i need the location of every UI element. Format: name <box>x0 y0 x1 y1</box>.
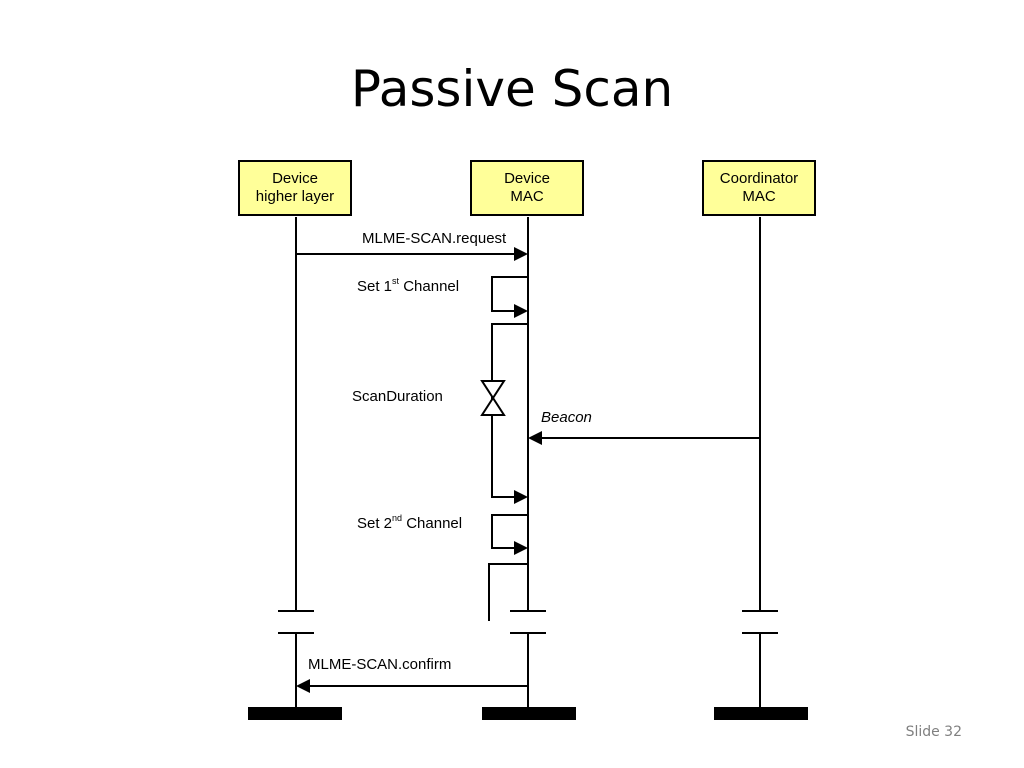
box-line-2: higher layer <box>255 188 335 205</box>
set-first-channel-loop <box>491 276 528 312</box>
arrowhead <box>514 490 528 504</box>
box-line-2: MAC <box>510 188 544 205</box>
arrowhead <box>514 541 528 555</box>
slide-number: Slide 32 <box>905 724 962 740</box>
set-second-text: Set 2 <box>357 515 393 532</box>
set-second-channel-loop <box>491 514 528 549</box>
terminator-higher-layer <box>248 707 342 720</box>
set-first-suffix: Channel <box>399 278 460 295</box>
scan-confirm-label: MLME-SCAN.confirm <box>308 656 452 673</box>
set-first-channel-label: Set 1st Channel <box>357 276 460 295</box>
timer-hourglass-icon <box>480 380 506 416</box>
lifeline-box-device-mac: Device MAC <box>470 160 584 216</box>
arrowhead <box>528 431 542 445</box>
set-second-ordinal: nd <box>392 513 403 523</box>
slide-title: Passive Scan <box>350 60 674 118</box>
lifeline-box-device-higher-layer: Device higher layer <box>238 160 352 216</box>
beacon-label: Beacon <box>541 409 592 426</box>
terminator-coordinator <box>714 707 808 720</box>
box-line-1: Coordinator <box>719 170 799 187</box>
box-line-1: Device <box>272 170 318 187</box>
scan-request-label: MLME-SCAN.request <box>362 230 507 247</box>
arrowhead <box>296 679 310 693</box>
next-scan-frame <box>488 563 528 621</box>
terminator-device-mac <box>482 707 576 720</box>
set-first-text: Set 1 <box>357 278 393 295</box>
box-line-1: Device <box>504 170 550 187</box>
arrowhead <box>514 304 528 318</box>
set-second-channel-label: Set 2nd Channel <box>357 513 463 532</box>
lifeline-box-coordinator-mac: Coordinator MAC <box>702 160 816 216</box>
box-line-2: MAC <box>742 188 776 205</box>
set-second-suffix: Channel <box>402 515 463 532</box>
arrowhead <box>514 247 528 261</box>
scan-duration-label: ScanDuration <box>352 388 443 405</box>
set-first-ordinal: st <box>392 276 400 286</box>
